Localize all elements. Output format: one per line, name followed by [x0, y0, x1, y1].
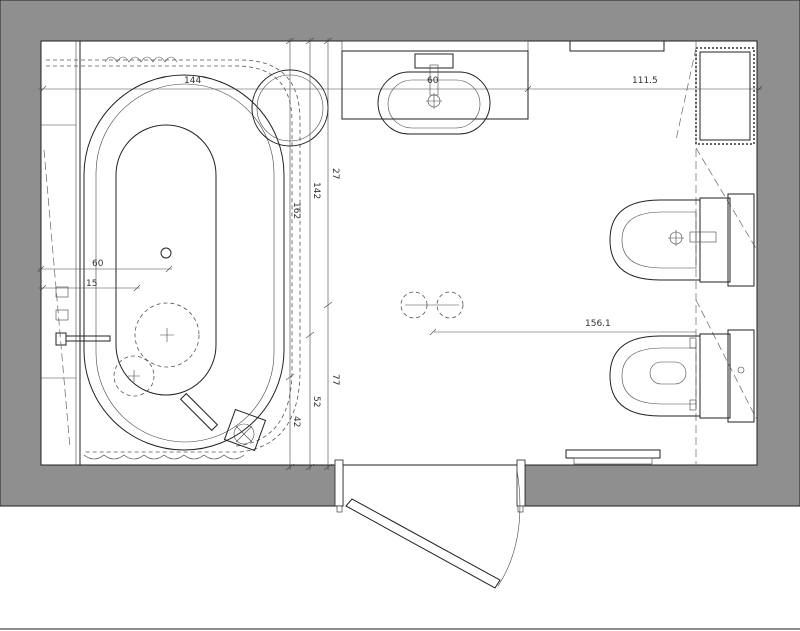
dim-vertical-a: 142	[311, 182, 321, 199]
floor-drains	[400, 291, 464, 319]
dim-vertical-b: 162	[291, 202, 301, 219]
room-floor	[40, 40, 758, 466]
toilet	[609, 329, 755, 423]
wall-cabinet	[569, 40, 665, 52]
dim-vertical-e: 52	[311, 396, 321, 407]
dim-left-60: 60	[92, 259, 104, 269]
wash-basin	[341, 40, 529, 135]
dim-bath-length: 144	[184, 76, 201, 86]
dim-right-top: 111.5	[632, 76, 658, 86]
dim-vertical-d: 77	[330, 374, 340, 385]
freestanding-bathtub	[46, 56, 301, 460]
door-jamb-right	[516, 459, 526, 507]
dim-basin-width: 60	[427, 76, 439, 86]
bidet	[609, 193, 755, 287]
door-jamb-left	[334, 459, 344, 507]
entry-door	[345, 469, 521, 589]
dim-left-15: 15	[86, 279, 97, 289]
dim-vertical-c: 27	[330, 168, 340, 179]
dim-floor-span: 156.1	[585, 319, 611, 329]
dim-vertical-f: 42	[291, 416, 301, 427]
